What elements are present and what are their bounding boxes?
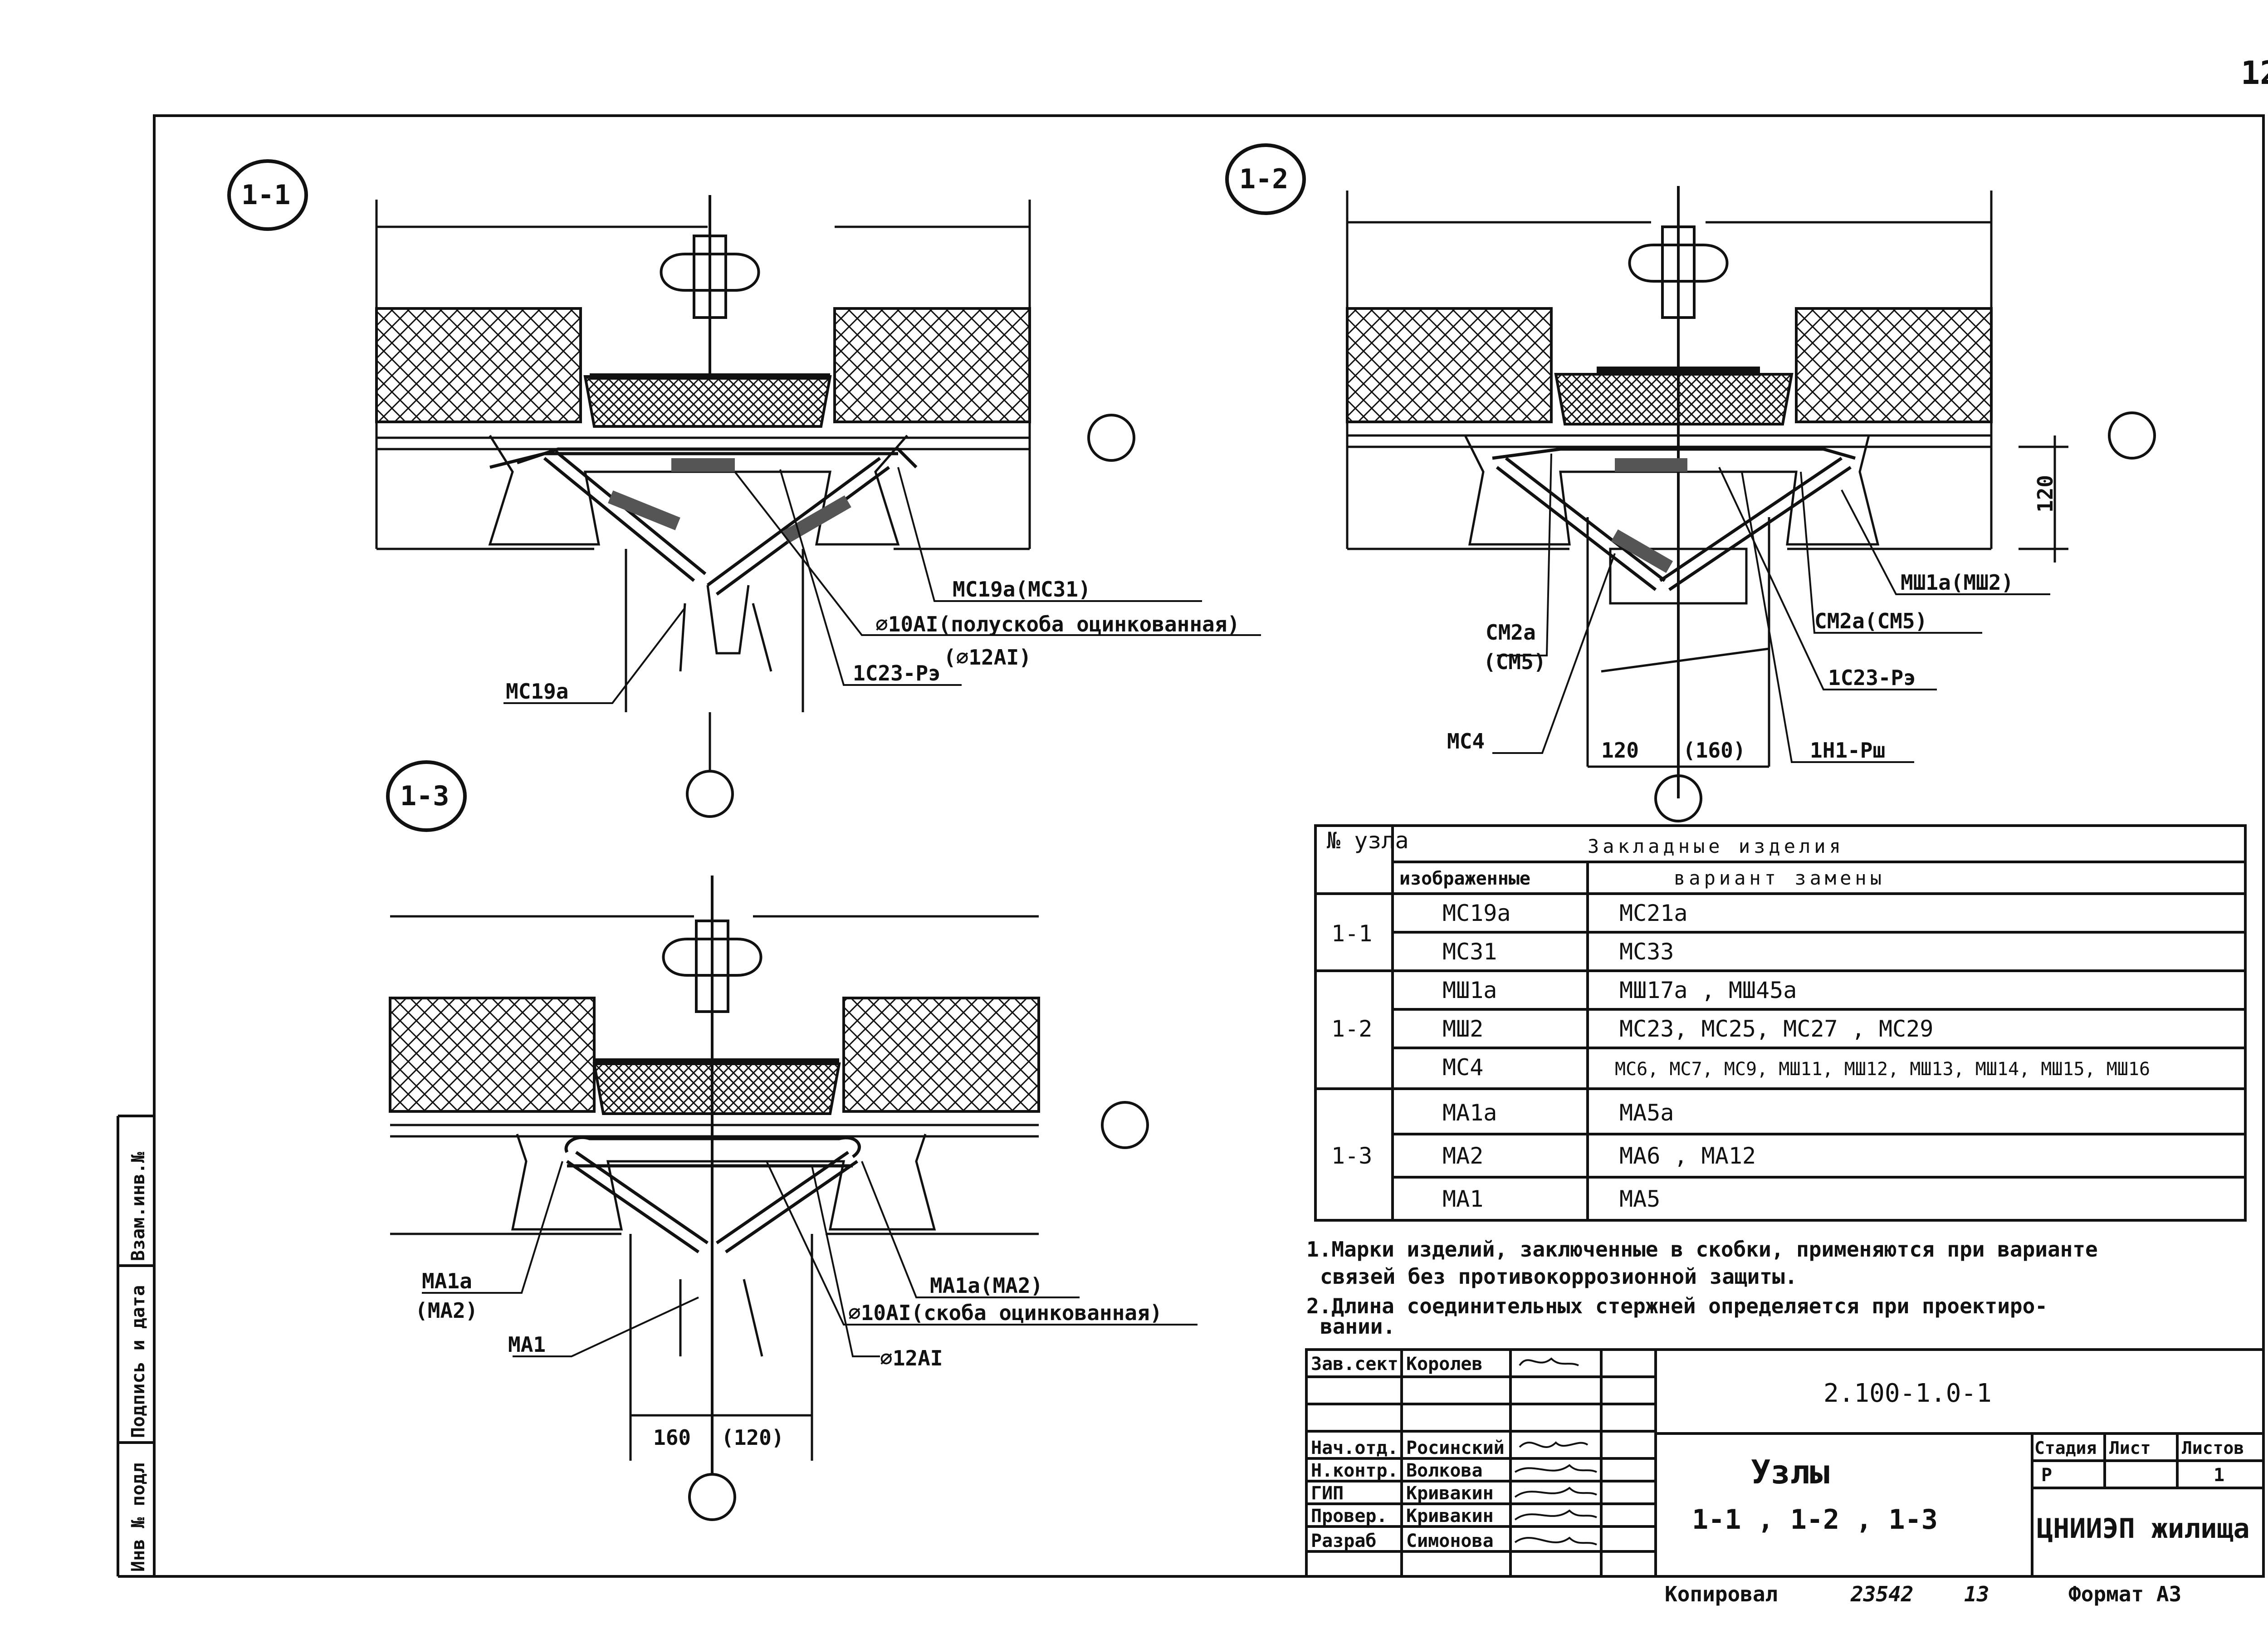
table-node-1-2: 1-2 bbox=[1331, 1016, 1372, 1042]
footer-copied: Копировал bbox=[1665, 1582, 1778, 1606]
page-number: 12 bbox=[2241, 54, 2268, 92]
node-1-3-drawing: 1-3 bbox=[386, 760, 1198, 1521]
node-1-3-label-ma2: (МА2) bbox=[415, 1298, 478, 1323]
node-1-2-label-msh1a: МШ1а(МШ2) bbox=[1901, 570, 2014, 595]
doc-title: Узлы bbox=[1751, 1453, 1829, 1491]
organization: ЦНИИЭП жилища bbox=[2037, 1513, 2250, 1545]
table-node-1-3: 1-3 bbox=[1331, 1143, 1372, 1169]
table-cell-alt: МС21а bbox=[1619, 900, 1688, 926]
node-1-2-label-cm2a-cm5: СМ2а(СМ5) bbox=[1814, 609, 1927, 633]
embedded-items-table: № узла Закладные изделия изображенные ва… bbox=[1314, 824, 2247, 1222]
title-name: Симонова bbox=[1406, 1531, 1494, 1551]
side-stamp-inv: Инв № подл bbox=[128, 1463, 149, 1572]
title-name: Волкова bbox=[1406, 1460, 1483, 1481]
notes: 1.Марки изделий, заключенные в скобки, п… bbox=[1306, 1237, 2098, 1339]
title-role: ГИП bbox=[1311, 1483, 1344, 1504]
title-role: Разраб bbox=[1311, 1531, 1377, 1551]
table-cell-alt: МС23, МС25, МС27 , МС29 bbox=[1619, 1016, 1933, 1042]
node-1-1-drawing: 1-1 bbox=[227, 159, 1261, 818]
title-role: Зав.сект bbox=[1311, 1354, 1398, 1375]
table-cell-alt: МШ17а , МШ45а bbox=[1619, 977, 1797, 1003]
node-1-1-label-mc19a: МС19а bbox=[506, 679, 568, 704]
table-cell-alt: МС6, МС7, МС9, МШ11, МШ12, МШ13, МШ14, М… bbox=[1615, 1059, 2150, 1080]
note-line: 1.Марки изделий, заключенные в скобки, п… bbox=[1306, 1237, 2098, 1262]
node-1-2-label-1h1: 1Н1-Рш bbox=[1810, 738, 1885, 763]
node-1-1-id: 1-1 bbox=[241, 179, 290, 211]
title-name: Кривакин bbox=[1406, 1506, 1494, 1526]
node-1-2-marker bbox=[1225, 143, 1306, 215]
node-1-3-marker bbox=[386, 760, 467, 832]
title-block: Зав.сект Королев Нач.отд. Росинский Н.ко… bbox=[1305, 1348, 2265, 1578]
node-1-2-dim-120-vertical: 120 bbox=[2033, 475, 2058, 513]
footer-num2: 13 bbox=[1964, 1582, 1989, 1606]
table-title: Закладные изделия bbox=[1588, 835, 1844, 857]
sheets-value: 1 bbox=[2214, 1465, 2224, 1486]
table-cell-alt: МА5а bbox=[1619, 1100, 1674, 1126]
note-line: вании. bbox=[1320, 1314, 1395, 1339]
node-1-1-label-rod: ⌀10АI(полускоба оцинкованная) bbox=[875, 612, 1240, 636]
table-cell-alt: МА6 , МА12 bbox=[1619, 1143, 1756, 1169]
title-name: Кривакин bbox=[1406, 1483, 1494, 1504]
note-line: 2.Длина соединительных стержней определя… bbox=[1306, 1294, 2048, 1318]
table-node-1-1: 1-1 bbox=[1331, 920, 1372, 947]
node-1-3-label-ma1a: МА1а bbox=[422, 1269, 472, 1293]
node-1-3-id: 1-3 bbox=[400, 780, 449, 812]
doc-code: 2.100-1.0-1 bbox=[1823, 1379, 1992, 1408]
side-stamp: Инв № подл Подпись и дата Взам.инв.№ bbox=[128, 1152, 149, 1572]
stage-value: Р bbox=[2041, 1465, 2052, 1486]
table-cell-alt: МА5 bbox=[1619, 1186, 1660, 1212]
sheets-header: Листов bbox=[2182, 1438, 2244, 1458]
node-1-2-label-1c23: 1С23-Рэ bbox=[1828, 665, 1916, 690]
table-cell-shown: МШ2 bbox=[1442, 1016, 1483, 1042]
note-line: связей без противокоррозионной защиты. bbox=[1320, 1264, 1797, 1289]
doc-subtitle: 1-1 , 1-2 , 1-3 bbox=[1692, 1504, 1938, 1536]
node-1-1-label-mc19a-mc31: МС19а(МС31) bbox=[953, 577, 1091, 602]
stage-header: Стадия bbox=[2034, 1438, 2097, 1458]
node-1-2-label-cm2a: СМ2а bbox=[1486, 620, 1536, 645]
table-cell-shown: МА1а bbox=[1442, 1100, 1497, 1126]
node-1-1-label-rod-alt: (⌀12АI) bbox=[943, 645, 1031, 670]
sheet-frame bbox=[117, 114, 2265, 1578]
sheet-header: Лист bbox=[2109, 1438, 2151, 1458]
table-cell-shown: МШ1а bbox=[1442, 977, 1497, 1003]
footer-format: Формат А3 bbox=[2068, 1582, 2181, 1606]
node-1-2-id: 1-2 bbox=[1239, 163, 1288, 195]
node-1-3-label-rod: ⌀10АI(скоба оцинкованная) bbox=[848, 1301, 1162, 1325]
table-cell-shown: МА1 bbox=[1442, 1186, 1483, 1212]
node-1-3-label-ma1: МА1 bbox=[508, 1332, 546, 1357]
title-role: Провер. bbox=[1311, 1506, 1388, 1526]
footer-num1: 23542 bbox=[1850, 1582, 1913, 1606]
table-cell-alt: МС33 bbox=[1619, 939, 1674, 965]
node-1-2-drawing: 1-2 bbox=[1225, 143, 2156, 822]
title-role: Н.контр. bbox=[1311, 1460, 1398, 1481]
table-header-node: № узла bbox=[1327, 827, 1409, 854]
node-1-2-dim-120: 120 bbox=[1601, 738, 1639, 763]
node-1-2-label-mc4: МС4 bbox=[1447, 729, 1485, 753]
table-cell-shown: МС19а bbox=[1442, 900, 1511, 926]
node-1-1-marker bbox=[227, 159, 308, 231]
table-header-shown: изображенные bbox=[1399, 868, 1530, 889]
title-name: Королев bbox=[1406, 1354, 1483, 1375]
title-role: Нач.отд. bbox=[1311, 1438, 1398, 1458]
node-1-1-label-1c23: 1С23-Рэ bbox=[853, 661, 941, 685]
side-stamp-sign: Подпись и дата bbox=[128, 1285, 149, 1438]
node-1-3-dim-120: (120) bbox=[721, 1425, 784, 1450]
table-cell-shown: МС4 bbox=[1442, 1054, 1483, 1081]
side-stamp-vzam: Взам.инв.№ bbox=[128, 1152, 149, 1261]
footer: Копировал 23542 13 Формат А3 bbox=[1665, 1582, 2181, 1606]
table-cell-shown: МС31 bbox=[1442, 939, 1497, 965]
title-name: Росинский bbox=[1406, 1438, 1505, 1458]
node-1-2-dim-160: (160) bbox=[1683, 738, 1745, 763]
node-1-3-label-rod-alt: ⌀12АI bbox=[880, 1346, 943, 1370]
table-header-alt: вариант замены bbox=[1674, 867, 1885, 889]
node-1-3-label-ma1a-ma2: МА1а(МА2) bbox=[930, 1273, 1043, 1298]
table-cell-shown: МА2 bbox=[1442, 1143, 1483, 1169]
node-1-2-label-cm5: (СМ5) bbox=[1483, 650, 1546, 674]
node-1-3-dim-160: 160 bbox=[653, 1425, 691, 1450]
